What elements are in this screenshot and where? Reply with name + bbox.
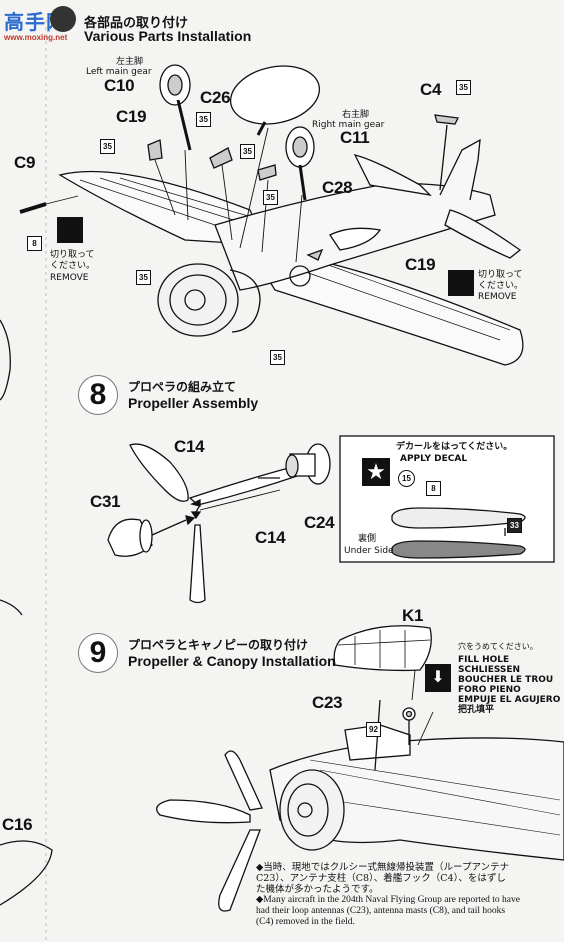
color-code-35: 35 [456,80,471,95]
fill-hole-l1: FILL HOLE [458,655,510,665]
color-code-35: 35 [240,144,255,159]
part-label-c10: C10 [104,76,135,95]
right-gear-jp: 右主脚 [342,110,370,120]
hinomaru-decal-icon: ★ [362,458,390,486]
color-code-35: 35 [270,350,285,365]
part-label-c23: C23 [312,693,343,712]
remove-icon [448,270,474,296]
color-code-8: 8 [426,481,441,496]
remove-left-en: REMOVE [50,273,89,283]
part-label-c11: C11 [340,128,370,147]
decal-number-badge: 15 [398,470,415,487]
step9-title-en: Propeller & Canopy Installation [128,653,336,669]
part-label-c24: C24 [304,513,335,532]
color-code-35: 35 [136,270,151,285]
fill-hole-l2: SCHLIESSEN [458,665,521,675]
watermark-url: www.moxing.net [4,33,68,42]
color-code-92: 92 [366,722,381,737]
part-c4 [434,114,459,125]
underside-en: Under Side [344,546,394,556]
part-label-c26: C26 [200,88,231,107]
part-c19-right [306,248,324,261]
part-label-c4: C4 [420,80,442,99]
part-label-c14-bottom: C14 [255,528,286,547]
fill-hole-l3: BOUCHER LE TROU [458,675,554,685]
fill-hole-l4: FORO PIENO [458,685,521,695]
part-c28 [257,164,277,181]
fill-hole-l6: 把孔填平 [458,705,495,715]
decal-blade-under [391,540,526,559]
aircraft-main [58,124,524,366]
fill-hole-l5: EMPUJE EL AGUJERO [458,695,561,705]
edge-fragment-c16 [0,840,53,906]
decal-instruction-jp: デカールをはってください。 [396,442,513,452]
left-gear-jp: 左主脚 [116,57,144,67]
footnote-jp3: た機体が多かったようです。 [256,884,379,895]
remove-left-jp1: 切り取って [50,250,95,260]
footnote-jp1: ◆当時、現地ではクルシー式無線帰投装置（ループアンテナ [256,862,510,873]
footnote-en1: ◆Many aircraft in the 204th Naval Flying… [256,895,520,905]
color-code-35: 35 [196,112,211,127]
step9-title-jp: プロペラとキャノピーの取り付け [128,638,309,652]
step-number-8: 8 [78,375,118,415]
edge-fragment-wing [0,319,11,401]
propeller-parts [107,443,331,604]
part-c9 [19,202,47,214]
footnote-en2: had their loop antennas (C23), antenna m… [256,906,506,916]
color-code-8: 8 [27,236,42,251]
remove-right-jp1: 切り取って [478,270,523,280]
color-code-35: 35 [263,190,278,205]
step-number-9: 9 [78,633,118,673]
aircraft-step9 [156,699,564,912]
part-label-c16: C16 [2,815,33,834]
part-wheel-left [159,64,192,221]
part-canopy-k1 [333,625,432,672]
color-code-35: 35 [100,139,115,154]
remove-right-en: REMOVE [478,292,517,302]
section-title-jp: 各部品の取り付け [84,16,189,31]
watermark-swirl [50,6,76,32]
color-code-33: 33 [507,518,522,533]
underside-jp: 裏側 [358,534,377,544]
part-label-c9: C9 [14,153,36,172]
fill-hole-icon: ⬇ [425,664,451,692]
part-c19 [147,139,163,161]
decal-number: 15 [402,474,411,483]
part-wheel-right [285,126,315,263]
decal-blade-top [391,507,526,529]
section-title-en: Various Parts Installation [84,28,252,44]
decal-instruction-en: APPLY DECAL [400,454,468,464]
part-label-c19-right: C19 [405,255,436,274]
part-label-c31: C31 [90,492,121,511]
remove-right-jp2: ください。 [478,281,524,291]
part-label-c14-top: C14 [174,437,205,456]
right-gear-en: Right main gear [312,120,385,130]
step8-title-en: Propeller Assembly [128,395,259,411]
left-gear-en: Left main gear [86,67,152,77]
part-gear-door [229,65,321,249]
part-label-k1: K1 [402,606,424,625]
remove-left-jp2: ください。 [50,261,96,271]
remove-icon [57,217,83,243]
footnote: ◆当時、現地ではクルシー式無線帰投装置（ループアンテナ C23）、アンテナ支柱（… [256,862,562,928]
footnote-en3: (C4) removed in the field. [256,917,355,927]
fill-hole-jp: 穴をうめてください。 [458,642,538,651]
part-label-c19-top: C19 [116,107,147,126]
part-label-c28: C28 [322,178,353,197]
step8-title-jp: プロペラの組み立て [128,380,237,394]
part-c26 [209,147,233,169]
footnote-jp2: C23）、アンテナ支柱（C8）、着艦フック（C4）、をはずし [256,873,506,884]
